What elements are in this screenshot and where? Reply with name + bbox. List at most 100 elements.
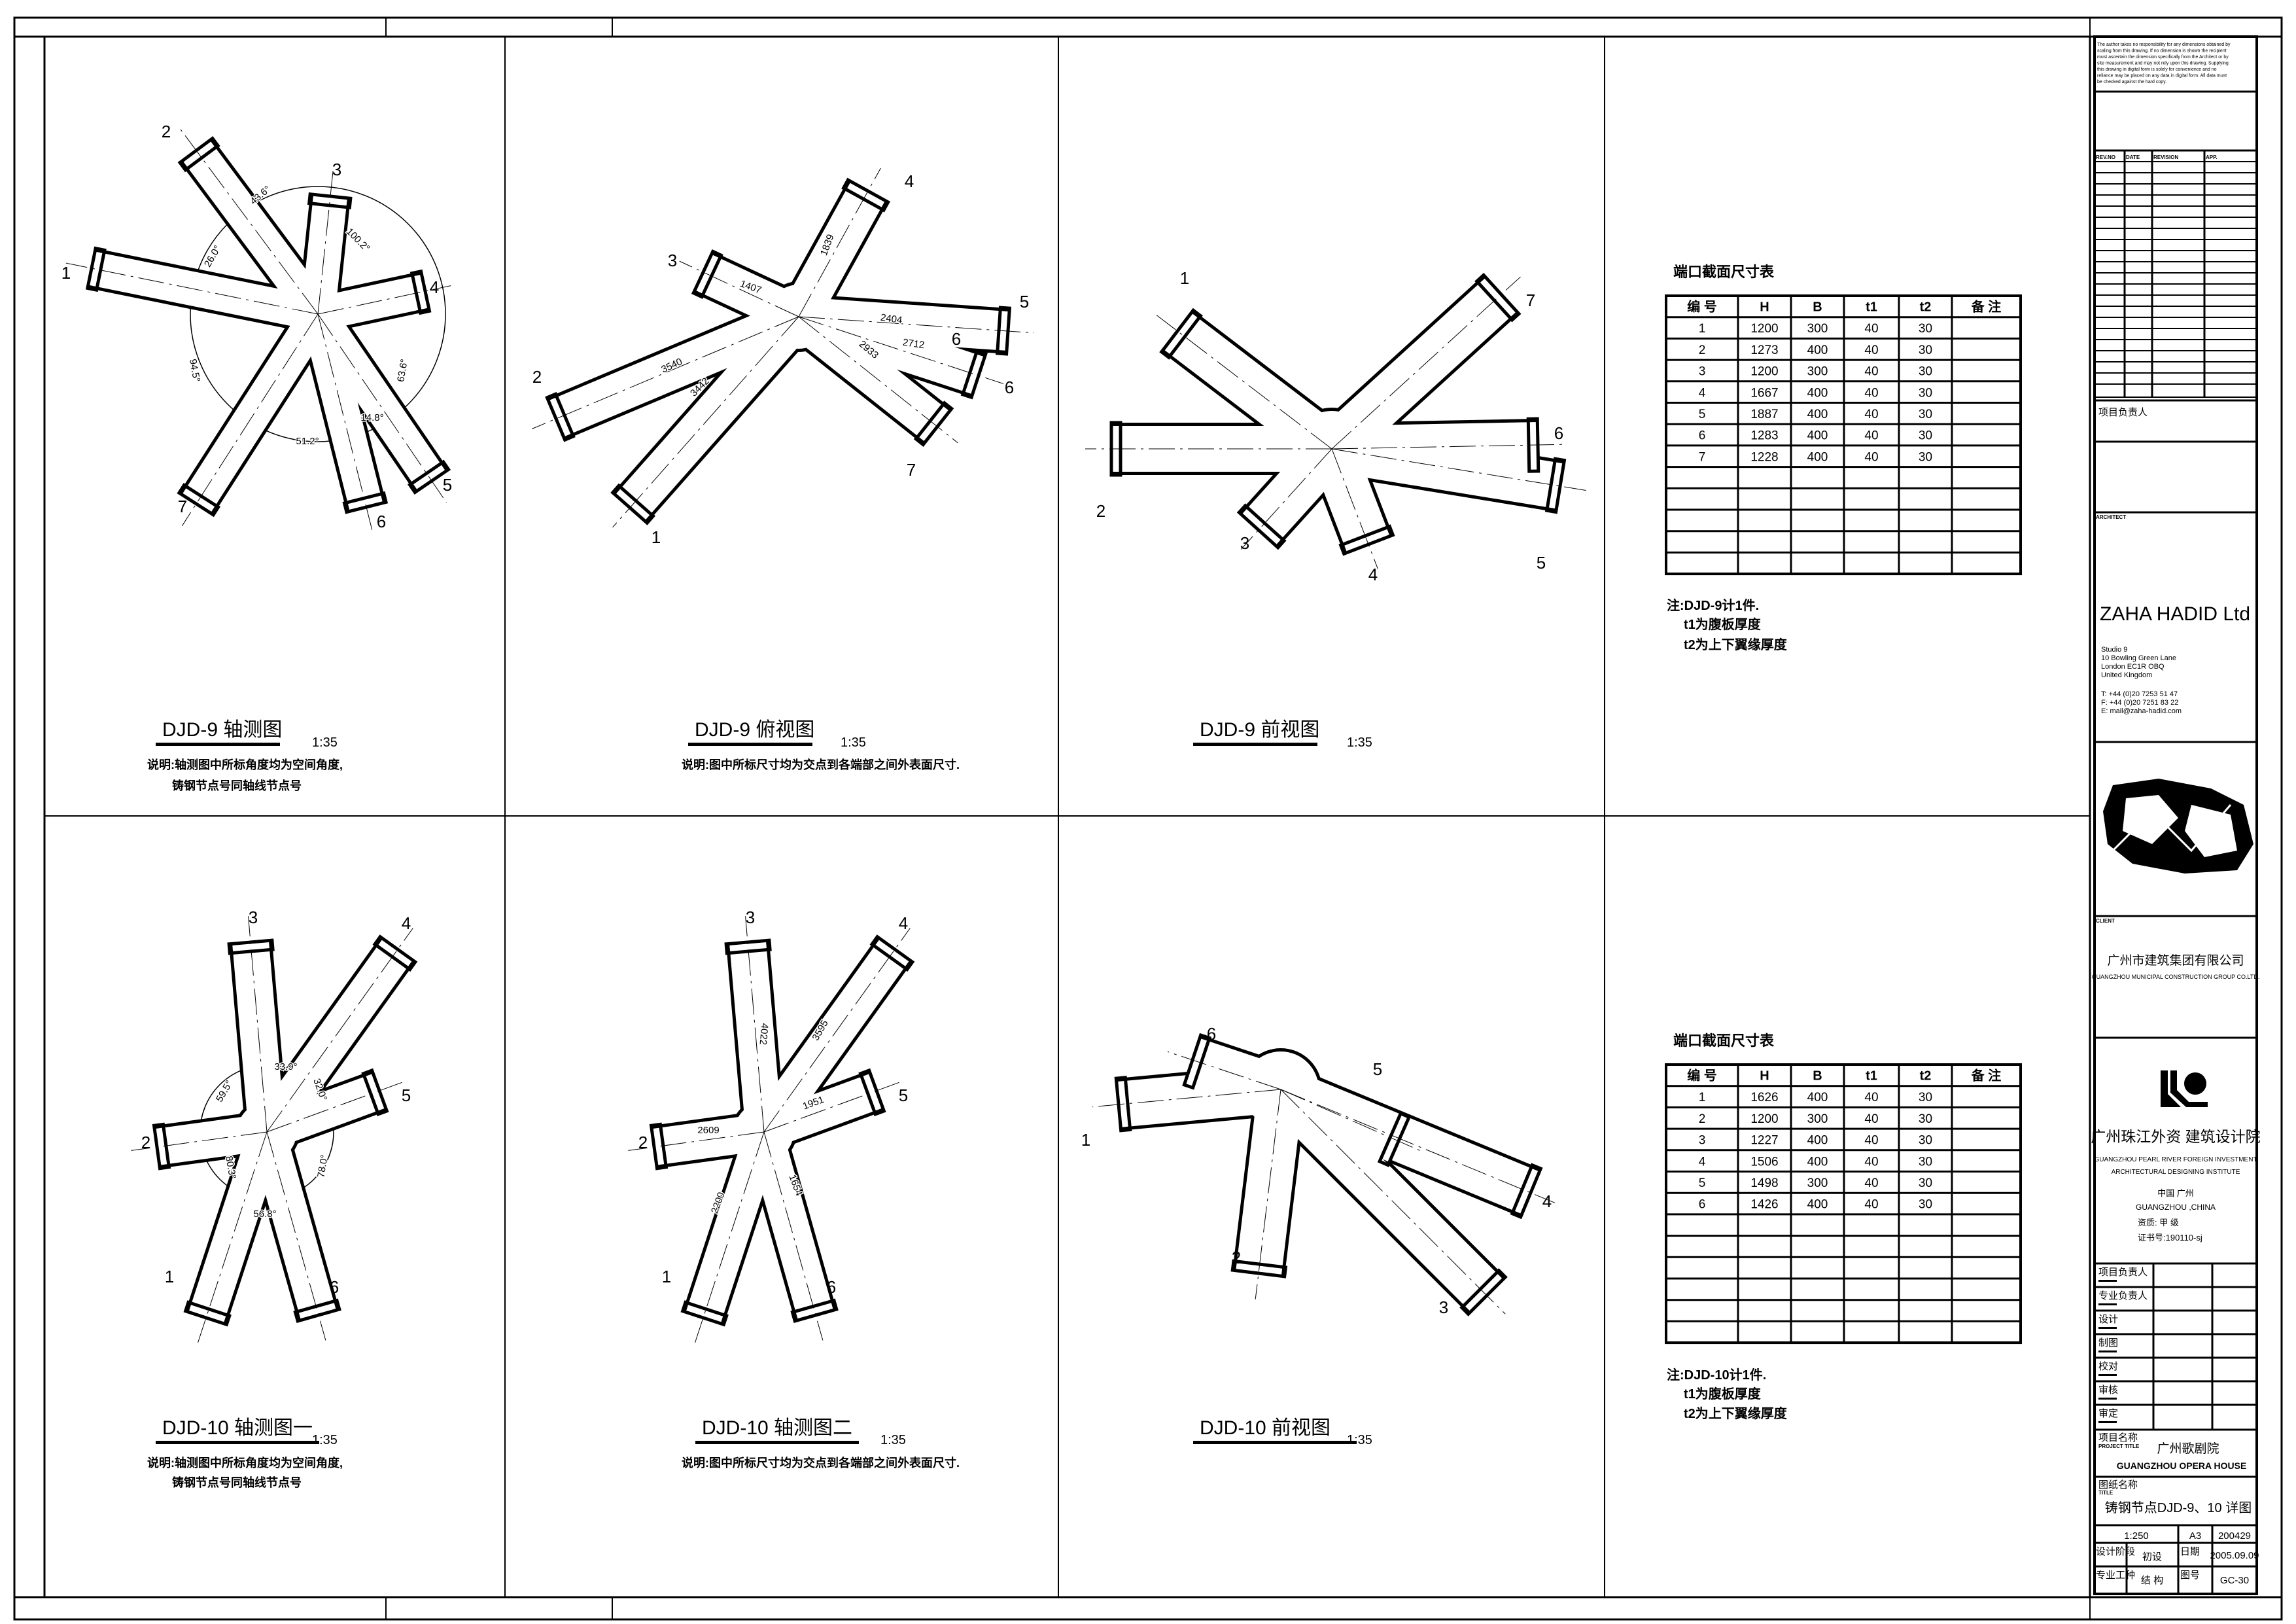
drawing-title: 铸钢节点DJD-9、10 详图 [2105,1500,2252,1515]
branch-label: 5 [1537,553,1546,573]
table-cell: 30 [1919,450,1932,464]
branch-end-section [545,392,576,442]
view-scale: 1:35 [880,1433,906,1447]
certificate-number: 证书号:190110-sj [2138,1233,2202,1243]
table-cell: 400 [1807,408,1828,421]
axis-line [763,1081,901,1133]
discipline-label: 专业工种 [2096,1570,2135,1581]
branch-label: 6 [377,512,386,531]
title-underline [1193,1441,1357,1444]
signoff-role-label: 项目负责人 [2098,1267,2148,1278]
branch-label: 6 [827,1277,836,1297]
disclaimer-text: site measurement and may not rely upon t… [2097,62,2229,66]
view-note: 说明:轴测图中所标角度均为空间角度, [147,758,343,771]
axis-line [1331,448,1586,491]
axis-line [1331,276,1521,450]
dimension-annotation: 63.6° [395,358,410,383]
table-cell: 30 [1919,1155,1932,1169]
branch-label: 4 [430,277,439,297]
table-cell: 40 [1864,322,1878,336]
table-header: t1 [1866,1069,1877,1084]
role-en-label [2098,1280,2117,1282]
branch-end-section [1474,272,1522,323]
branch-end-section [1109,421,1122,477]
drawing-number-value: GC-30 [2220,1575,2249,1586]
title-underline [695,1441,859,1444]
table-header: 备 注 [1971,299,2002,315]
branch-end-section [858,1068,886,1117]
architect-contact: E: mail@zaha-hadid.com [2101,707,2182,715]
branch-end-section [361,1068,389,1117]
axis-line [65,262,319,315]
branch-label: 5 [402,1086,411,1105]
table-cell: 40 [1864,450,1878,464]
branch-label: 4 [899,913,908,933]
branch-label: 2 [638,1133,648,1152]
stage-value: 初设 [2142,1551,2162,1562]
branch-end-section [1159,308,1203,360]
table-header: H [1760,300,1769,315]
branch-label: 6 [330,1277,339,1297]
table-cell: 40 [1864,344,1878,357]
branch-label: 1 [61,263,71,283]
axis-line [1280,1089,1506,1315]
dimension-annotation: 14.8° [360,412,383,423]
dimension-annotation: 26.0° [202,243,223,269]
role-en-label [2098,1398,2117,1400]
role-en-label [2098,1350,2117,1352]
axis-line [695,1131,765,1343]
disclaimer-text: must ascertain the dimension specificall… [2097,55,2229,60]
discipline-value: 结 构 [2141,1575,2163,1586]
view-scale: 1:35 [312,1433,338,1447]
architect-address: 10 Bowling Green Lane [2101,654,2176,662]
branch-end-section [1459,1268,1508,1316]
sheet-frame [13,16,2283,1621]
architect-name: ZAHA HADID Ltd [2100,603,2250,625]
axis-line [1331,448,1378,569]
table-cell: 30 [1919,1112,1932,1126]
axis-line [131,1131,268,1151]
table-cell: 30 [1919,344,1932,357]
table-cell: 40 [1864,365,1878,379]
project-title-label: 项目名称 [2098,1432,2138,1443]
branch-end-section [649,1122,669,1171]
branch-label: 2 [141,1133,150,1152]
table-cell: 1273 [1750,344,1778,357]
opera-house-sketch [2103,779,2253,874]
branch-end-section [177,135,220,173]
table-cell: 400 [1807,386,1828,400]
institute-name-en: ARCHITECTURAL DESIGNING INSTITUTE [2112,1169,2240,1176]
table-cell: 40 [1864,1198,1878,1212]
table-cell: 4 [1699,386,1706,400]
view-title: DJD-9 俯视图 [695,719,814,741]
table-cell: 1200 [1750,365,1778,379]
axis-line [628,1131,765,1151]
axis-line [181,313,319,526]
branch-end-section [342,491,389,514]
title-underline [156,1441,319,1444]
branch-label: 1 [662,1267,671,1286]
table-cell: 1 [1699,1091,1706,1104]
project-title: 广州歌剧院 [2157,1441,2219,1456]
client-name-en: GUANGZHOU MUNICIPAL CONSTRUCTION GROUP C… [2092,974,2260,980]
branch-label: 2 [162,122,171,141]
dimension-annotation: 78.0° [315,1154,330,1178]
architect-label: ARCHITECT [2096,514,2126,520]
drawing-title-label: 图纸名称 [2098,1479,2138,1491]
table-cell: 400 [1807,1134,1828,1148]
view-note: 铸钢节点号同轴线节点号 [172,1475,302,1489]
date-value: 2005.09.09 [2210,1550,2259,1561]
branch-label: 6 [952,329,961,349]
branch-label: 4 [402,913,411,933]
dimension-annotation: 51.2° [296,436,319,447]
axis-line [763,928,911,1133]
branch-label: 2 [532,367,542,387]
table-cell: 1626 [1750,1091,1778,1104]
qualification: 资质: 甲 级 [2138,1218,2179,1227]
view-scale: 1:35 [1347,735,1372,750]
architect-address: United Kingdom [2101,671,2152,679]
architect-address: Studio 9 [2101,646,2127,654]
title-underline [156,743,280,746]
table-cell: 1667 [1750,386,1778,400]
